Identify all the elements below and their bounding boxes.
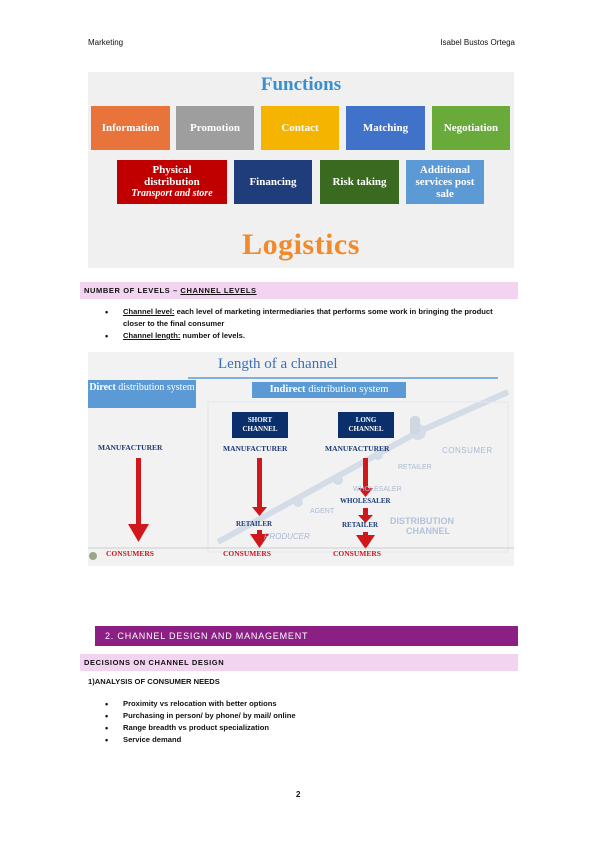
functions-title: Functions xyxy=(260,74,342,95)
channel-level-term: Channel level: xyxy=(123,307,175,316)
indirect-bold: Indirect xyxy=(269,384,306,395)
list-item: Service demand xyxy=(103,734,503,746)
function-negotiation: Negotiation xyxy=(432,106,510,150)
channel-graphics xyxy=(88,377,514,560)
corner-icon xyxy=(89,552,97,560)
decisions-heading-bar: DECISIONS ON CHANNEL DESIGN xyxy=(80,654,518,671)
list-item: Channel length: number of levels. xyxy=(103,330,515,342)
long-consumers-label: CONSUMERS xyxy=(333,549,381,558)
channel-levels-heading: CHANNEL LEVELS xyxy=(180,286,257,295)
levels-heading-bar: NUMBER OF LEVELS – CHANNEL LEVELS xyxy=(80,282,518,299)
bg-word-consumer: CONSUMER xyxy=(442,446,493,455)
channel-level-text: each level of marketing intermediaries t… xyxy=(123,307,493,328)
header-right: Isabel Bustos Ortega xyxy=(440,38,515,47)
indirect-system-box: Indirect distribution system xyxy=(252,382,406,398)
direct-rest: distribution system xyxy=(115,382,195,393)
short-channel-box: SHORT CHANNEL xyxy=(232,412,288,438)
long-manufacturer-label: MANUFACTURER xyxy=(325,444,390,453)
direct-manufacturer-label: MANUFACTURER xyxy=(98,443,163,452)
long-channel-box: LONG CHANNEL xyxy=(338,412,394,438)
function-additional-services: Additional services post sale xyxy=(406,160,484,204)
function-information: Information xyxy=(91,106,170,150)
short-manufacturer-label: MANUFACTURER xyxy=(223,444,288,453)
list-item: Channel level: each level of marketing i… xyxy=(103,306,515,330)
header-left: Marketing xyxy=(88,38,124,47)
bg-word-channel: CHANNEL xyxy=(406,526,450,536)
bg-word-wholesaler: WHOLESALER xyxy=(353,486,402,493)
physical-subtitle: Transport and store xyxy=(131,188,213,199)
short-retailer-label: RETAILER xyxy=(236,520,273,528)
function-financing: Financing xyxy=(234,160,312,204)
function-physical-distribution: Physical distribution Transport and stor… xyxy=(117,160,227,204)
logistics-label: Logistics xyxy=(242,228,360,261)
list-item: Proximity vs relocation with better opti… xyxy=(103,698,503,710)
function-contact: Contact xyxy=(261,106,339,150)
function-matching: Matching xyxy=(346,106,425,150)
levels-bullets: Channel level: each level of marketing i… xyxy=(103,306,515,342)
background-map xyxy=(207,389,510,553)
short-consumers-label: CONSUMERS xyxy=(223,549,271,558)
function-promotion: Promotion xyxy=(176,106,254,150)
long-retailer-label: RETAILER xyxy=(342,521,379,529)
function-risk-taking: Risk taking xyxy=(320,160,399,204)
list-item: Purchasing in person/ by phone/ by mail/… xyxy=(103,710,503,722)
bg-word-agent: AGENT xyxy=(310,508,335,515)
section2-title: 2. CHANNEL DESIGN AND MANAGEMENT xyxy=(105,631,309,641)
decisions-heading: DECISIONS ON CHANNEL DESIGN xyxy=(84,658,225,667)
page-number: 2 xyxy=(296,790,301,799)
channel-length-figure: CONSUMER RETAILER WHOLESALER AGENT PRODU… xyxy=(88,352,514,566)
physical-title: Physical distribution xyxy=(144,164,200,188)
consumer-needs-list: Proximity vs relocation with better opti… xyxy=(103,698,503,746)
wholesaler-label: WHOLESALER xyxy=(340,497,391,505)
levels-heading: NUMBER OF LEVELS – xyxy=(84,286,181,295)
bg-word-retailer: RETAILER xyxy=(398,464,432,471)
channel-figure-title: Length of a channel xyxy=(218,356,338,372)
direct-bold: Direct xyxy=(89,382,116,393)
direct-system-box: Direct distribution system xyxy=(88,380,196,408)
functions-figure: Functions Information Promotion Contact … xyxy=(88,72,514,268)
section2-title-bar: 2. CHANNEL DESIGN AND MANAGEMENT xyxy=(95,626,518,646)
analysis-heading: 1)ANALYSIS OF CONSUMER NEEDS xyxy=(88,677,220,686)
arrow-short xyxy=(250,458,269,548)
channel-length-text: number of levels. xyxy=(180,331,245,340)
list-item: Range breadth vs product specialization xyxy=(103,722,503,734)
channel-length-term: Channel length: xyxy=(123,331,181,340)
direct-consumers-label: CONSUMERS xyxy=(106,549,154,558)
arrow-long xyxy=(356,458,375,549)
indirect-rest: distribution system xyxy=(305,384,389,395)
bg-word-distribution: DISTRIBUTION xyxy=(390,516,454,526)
arrow-direct xyxy=(128,458,149,542)
bg-word-producer: PRODUCER xyxy=(264,532,310,541)
